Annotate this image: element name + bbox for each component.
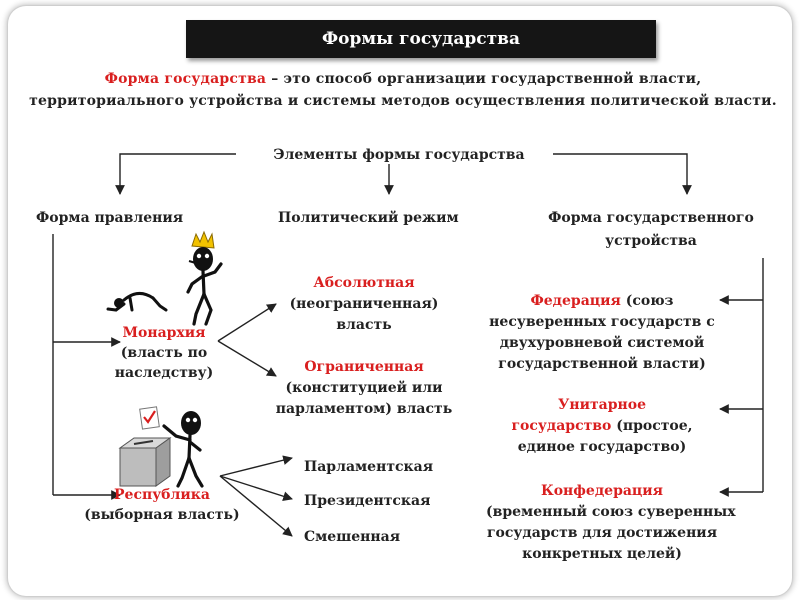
ballot-paper-icon xyxy=(139,406,160,430)
voter-figure xyxy=(162,411,204,488)
column-header-structure-line2: устройства xyxy=(605,233,697,249)
connector-monarchy-limited xyxy=(217,340,277,377)
connector-republic-mixed xyxy=(219,475,293,537)
definition-term: Форма государства xyxy=(104,71,267,87)
connector-republic-parliamentary xyxy=(219,455,293,477)
monarchy-desc-line1: (власть по xyxy=(120,345,208,361)
confederation-desc-line2: государств для достижения xyxy=(486,525,718,541)
definition-paragraph: Форма государства – это способ организац… xyxy=(28,68,778,112)
connector-layer xyxy=(52,153,764,537)
kneeling-subject-figure xyxy=(106,292,168,312)
limited-monarchy-desc-line2: парламентом) власть xyxy=(275,401,453,417)
elements-header: Элементы формы государства xyxy=(273,147,525,163)
unitary-label-line2: государство xyxy=(511,418,612,434)
limited-monarchy-label: Ограниченная xyxy=(304,359,424,375)
confederation-label: Конфедерация xyxy=(540,483,664,499)
republic-illustration xyxy=(118,406,204,488)
unitary-label-line1: Унитарное xyxy=(557,397,647,413)
republic-type-parliamentary: Парламентская xyxy=(304,459,434,475)
confederation-desc-line1: (временный союз суверенных xyxy=(486,504,736,520)
federation-label: Федерация xyxy=(530,293,621,309)
monarchy-desc-line2: наследству) xyxy=(114,365,214,381)
absolute-monarchy-label: Абсолютная xyxy=(313,275,415,291)
republic-desc: (выборная власть) xyxy=(84,507,240,523)
column-header-government: Форма правления xyxy=(36,210,184,226)
monarchy-label: Монархия xyxy=(122,325,206,341)
connector-republic-presidential xyxy=(219,475,293,501)
unitary-desc-line1: (простое, xyxy=(611,418,693,434)
absolute-monarchy-desc-line1: (неограниченная) xyxy=(289,296,439,312)
federation-desc-line3: двухуровневой системой xyxy=(499,335,705,351)
republic-type-presidential: Президентская xyxy=(304,493,431,509)
king-figure xyxy=(186,230,223,326)
federation-line1: Федерация (союз xyxy=(486,292,718,310)
column-header-structure-line1: Форма государственного xyxy=(548,210,754,226)
slide: Формы государства Форма государства – эт… xyxy=(8,6,792,596)
definition-text: – это способ организации государственной… xyxy=(29,71,777,109)
ballot-box-icon xyxy=(118,437,172,487)
unitary-desc-line2: единое государство) xyxy=(517,439,687,455)
confederation-desc-line3: конкретных целей) xyxy=(522,546,682,562)
connector-header-right xyxy=(553,153,692,195)
connector-header-left xyxy=(115,153,236,195)
absolute-monarchy-desc-line2: власть xyxy=(336,317,392,333)
republic-type-mixed: Смешенная xyxy=(304,529,401,545)
federation-desc-line2: несуверенных государств с xyxy=(489,314,715,330)
federation-desc-line4: государственной власти) xyxy=(498,356,706,372)
limited-monarchy-desc-line1: (конституцией или xyxy=(285,380,443,396)
federation-desc-line1: (союз xyxy=(620,293,674,309)
monarchy-illustration xyxy=(106,230,223,326)
republic-label: Республика xyxy=(114,487,210,503)
unitary-line2: государство (простое, xyxy=(486,417,718,435)
column-header-regime: Политический режим xyxy=(278,210,459,226)
connector-monarchy-absolute xyxy=(217,303,277,342)
page-title: Формы государства xyxy=(321,29,520,49)
title-bar: Формы государства xyxy=(186,20,656,58)
